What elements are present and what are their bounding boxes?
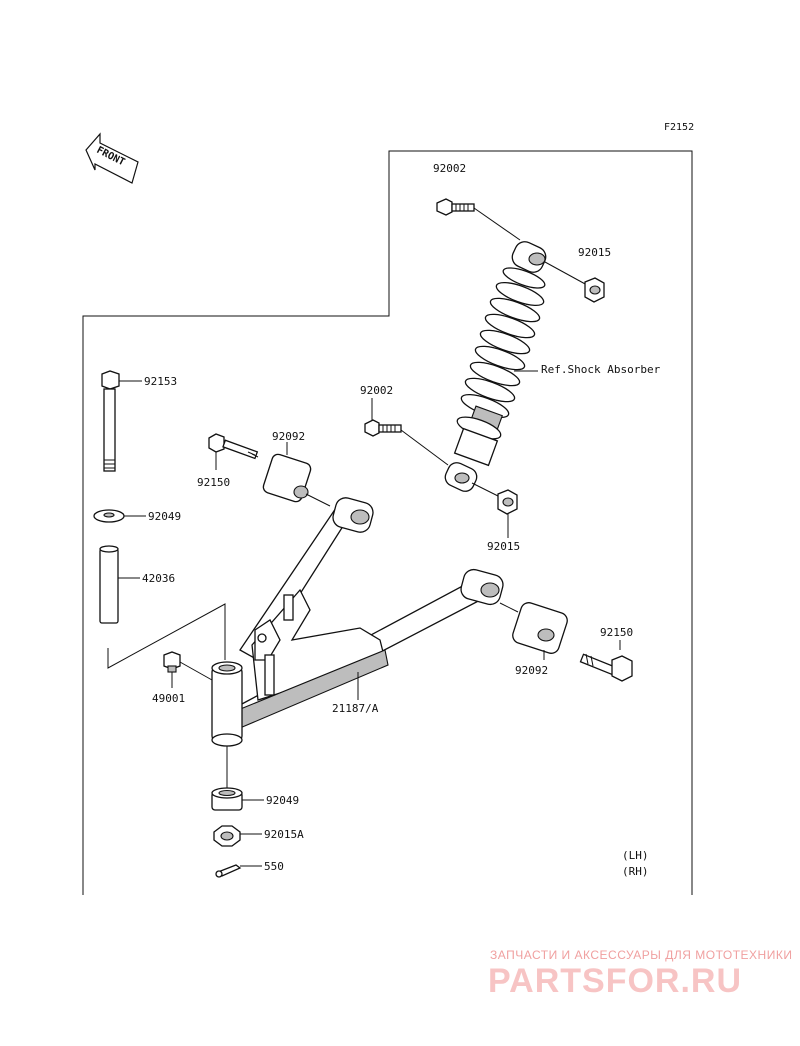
label-92002-top: 92002	[433, 162, 466, 175]
label-92049-top: 92049	[148, 510, 181, 523]
label-92150-right: 92150	[600, 626, 633, 639]
watermark-logo: PARTSFOR.RU	[488, 962, 743, 1000]
shock-absorber	[364, 198, 605, 515]
shock-top-eye	[511, 241, 547, 273]
label-92092-right: 92092	[515, 664, 548, 677]
bolt-92150-right	[579, 653, 633, 682]
label-92150-left: 92150	[197, 476, 230, 489]
label-21187: 21187/A	[332, 702, 379, 715]
cotter-pin-550	[215, 864, 242, 878]
long-bolt-92153	[101, 370, 120, 472]
bushing-92092-right	[512, 602, 568, 654]
shock-spring	[453, 267, 546, 467]
bolt-92002-top	[436, 198, 475, 216]
shock-bottom-eye	[444, 462, 478, 492]
nut-92015-top	[584, 277, 605, 303]
bushing-92049-bottom	[211, 787, 243, 811]
label-92153: 92153	[144, 375, 177, 388]
nut-92015A	[213, 825, 241, 847]
figure-code: F2152	[664, 122, 694, 133]
side-lh: (LH)	[622, 849, 649, 862]
label-92049-bottom: 92049	[266, 794, 299, 807]
label-49001: 49001	[152, 692, 185, 705]
label-92015-top: 92015	[578, 246, 611, 259]
front-arrow-icon: FRONT	[85, 132, 139, 184]
label-42036: 42036	[142, 572, 175, 585]
label-92015-mid: 92015	[487, 540, 520, 553]
label-ref-shock: Ref.Shock Absorber	[541, 363, 661, 376]
label-92092-left: 92092	[272, 430, 305, 443]
suspension-arm	[211, 497, 504, 747]
watermark-tagline: ЗАПЧАСТИ И АКСЕССУАРЫ ДЛЯ МОТОТЕХНИКИ	[490, 948, 793, 962]
bolt-92150-left	[208, 433, 259, 460]
side-rh: (RH)	[622, 865, 649, 878]
nut-92015-mid	[497, 489, 518, 515]
frame-outline	[82, 150, 693, 895]
washer-92049-top	[93, 509, 125, 523]
grease-fitting-49001	[163, 651, 181, 673]
label-92015A: 92015A	[264, 828, 304, 841]
bolt-92002-mid	[364, 419, 402, 437]
bushing-92092-left	[262, 453, 312, 503]
label-92002-mid: 92002	[360, 384, 393, 397]
collar-42036	[99, 545, 119, 624]
label-550: 550	[264, 860, 284, 873]
